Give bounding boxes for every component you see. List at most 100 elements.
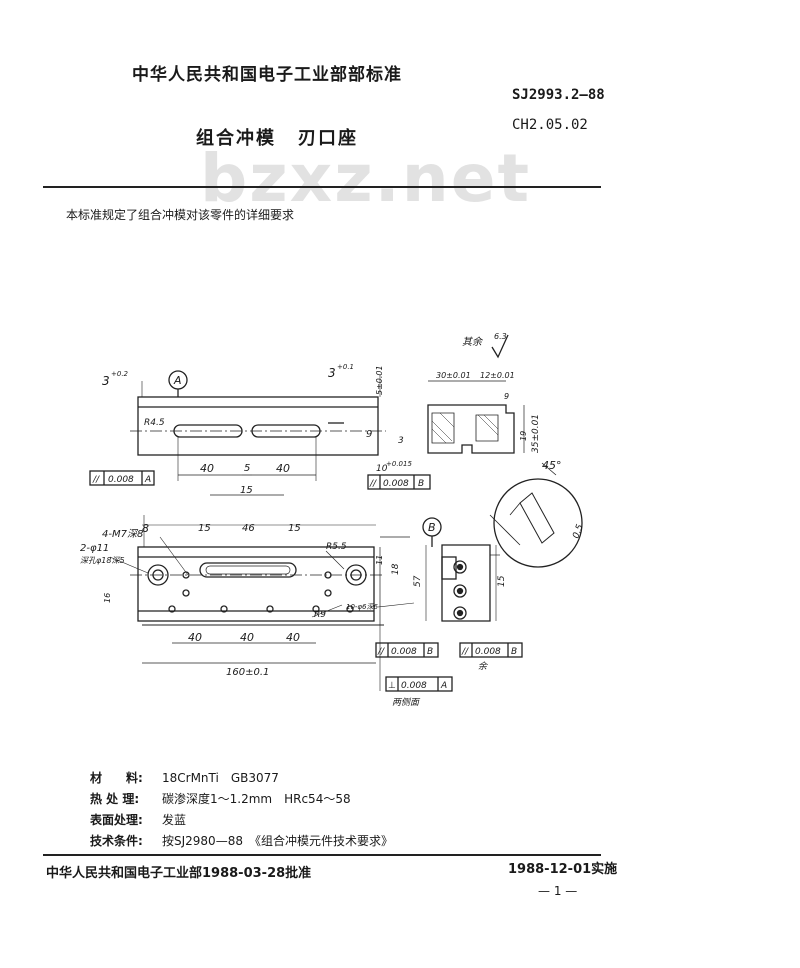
roughness-value: 6.3 [494,332,507,341]
dim-10-sup: +0.015 [386,460,412,468]
tol5-sym: ⊥ [388,681,396,691]
dim-19-text: 19 [519,431,528,441]
spec-value: 碳渗深度1～1.2mm HRc54～58 [162,792,351,806]
dim-3-left: 3 [102,374,110,388]
page-number: — 1 — [538,884,578,898]
dim-15-text: 15 [240,485,253,496]
dim-9-text: 9 [366,429,372,440]
tol1-sym: // [92,475,100,485]
spec-heat-treatment: 热 处 理: 碳渗深度1～1.2mm HRc54～58 [90,789,393,810]
dim-3b-text: 3 [398,436,404,446]
tolerance-frame-5 [385,676,453,692]
datum-a-text: A [173,374,182,387]
note-2phi11: 2-φ11 [80,543,109,554]
dim-05-text: 0.5 [571,523,585,540]
tolerance-frame-2 [367,474,431,490]
tolerance-frame-3 [375,642,439,658]
spec-value: 18CrMnTi GB3077 [162,771,279,785]
counterbore-left [147,564,169,586]
dim-16-text: 16 [103,593,112,603]
dim-35-text: 35±0.01 [531,414,541,453]
approval-line: 中华人民共和国电子工业部1988-03-28批准 [46,866,312,881]
tol2-sym: // [369,479,377,489]
effective-date: 1988-12-01实施 [508,862,618,877]
header-rule [43,186,601,188]
issuing-organization: 中华人民共和国电子工业部部标准 [132,65,402,85]
dim-40e-text: 40 [286,631,300,644]
note-4m7: 4-M7深8 [102,528,143,540]
note-side-faces: 两侧面 [392,697,421,708]
spec-label: 材 料: [90,771,143,785]
dim-46-text: 46 [242,523,255,534]
spec-label: 表面处理: [90,813,143,827]
spec-value: 发蓝 [162,813,187,827]
tol4-ref: B [511,647,517,657]
dim-12-text: 12±0.01 [480,371,515,380]
specifications: 材 料: 18CrMnTi GB3077 热 处 理: 碳渗深度1～1.2mm … [90,768,393,852]
dim-8-text: 8 [142,522,149,535]
dim-3-left-tol: +0.2 [111,370,129,378]
roughness-symbol [491,334,509,359]
spec-label: 技术条件: [90,834,143,848]
main-slot [199,562,297,578]
title-part-1: 组合冲模 [196,128,276,149]
side-view-profile [427,404,515,454]
tol1-val: 0.008 [108,475,134,485]
note-10: 10-φ6深6 [346,603,379,611]
technical-drawing: A B 其余 6.3 3 +0.2 3 +0.1 5±0.01 R4.5 9 4… [80,332,586,708]
tol5-val: 0.008 [401,681,427,691]
dim-40a-text: 40 [200,462,214,475]
angle-45-text: 45° [542,459,562,472]
dim-160-text: 160±0.1 [226,667,269,678]
front-view-body [137,396,379,456]
spec-technical-conditions: 技术条件: 按SJ2980—88 《组合冲模元件技术要求》 [90,831,393,852]
dim-3-right: 3 [328,366,336,380]
dim-15d-text: 15 [497,575,507,587]
note-sym: 余 [478,661,488,672]
footer-rule [43,854,601,856]
note-2phi11b: 深孔φ18深5 [80,556,125,565]
side-view-lower [441,544,491,622]
dim-r55-text: R5.5 [326,542,347,552]
tol2-val: 0.008 [383,479,409,489]
standard-number: SJ2993.2—88 [512,87,605,103]
dim-r9-text: R9 [314,610,326,620]
dim-57-text: 57 [413,575,423,587]
dim-10-text: 10 [376,464,388,474]
dim-15c-text: 15 [288,523,301,534]
title-part-2: 刃口座 [298,128,358,149]
spec-material: 材 料: 18CrMnTi GB3077 [90,768,393,789]
dim-5b-text: 5 [244,463,250,474]
tolerance-frame-1 [89,470,155,486]
tol2-ref: B [418,479,424,489]
spec-label: 热 处 理: [90,792,140,806]
dim-30-text: 30±0.01 [436,371,471,380]
tol3-val: 0.008 [391,647,417,657]
tol4-sym: // [461,647,469,657]
dim-11-text: 11 [375,555,384,565]
roughness-label: 其余 [462,336,484,348]
dim-18-text: 18 [391,563,401,575]
main-view-body [137,546,375,622]
dim-r45-text: R4.5 [144,418,165,428]
dim-15b-text: 15 [198,523,211,534]
tol3-ref: B [427,647,433,657]
dim-40b-text: 40 [276,462,290,475]
spec-surface-treatment: 表面处理: 发蓝 [90,810,393,831]
dim-5-text: 5±0.01 [375,365,384,395]
classification-code: CH2.05.02 [512,117,588,133]
tol5-ref: A [440,681,447,691]
detail-circle [493,478,583,568]
tolerance-frame-4 [459,642,523,658]
intro-text: 本标准规定了组合冲模对该零件的详细要求 [66,208,295,222]
datum-b-text: B [428,521,436,534]
document-title: 组合冲模 刃口座 [196,124,380,150]
dim-9b-text: 9 [504,392,509,401]
dim-3-right-tol: +0.1 [337,363,354,371]
watermark: bzxz.net [200,140,532,217]
dim-40c-text: 40 [188,631,202,644]
tol4-val: 0.008 [475,647,501,657]
tol3-sym: // [377,647,385,657]
tol1-ref: A [144,475,151,485]
spec-value: 按SJ2980—88 《组合冲模元件技术要求》 [162,834,393,848]
